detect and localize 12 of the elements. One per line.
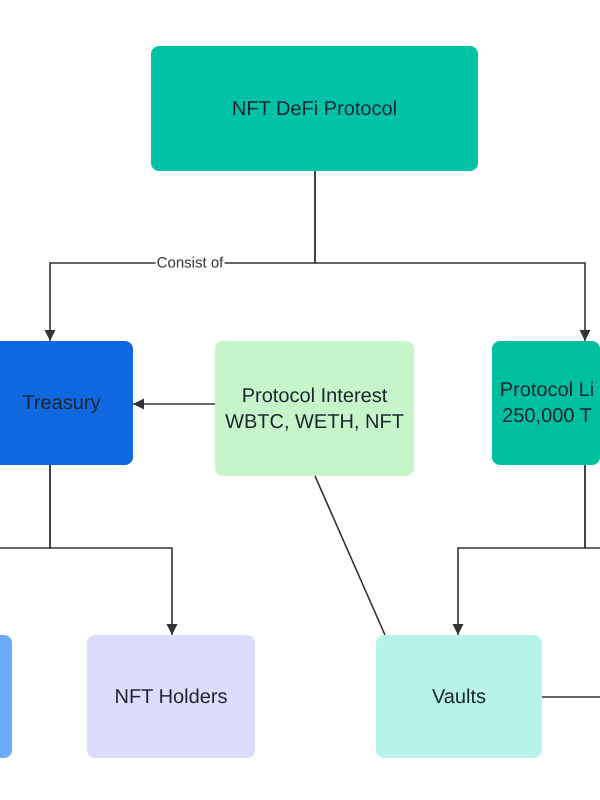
connector-line [584,465,600,549]
process-box: Vaults [376,635,542,758]
process-box: NFT DeFi Protocol [151,46,478,171]
connector-line [542,696,600,698]
arrow [133,398,215,410]
process-box: NFT Holders [87,635,255,758]
arrow [314,171,591,341]
arrow [49,465,178,635]
process-box: Treasury [0,341,133,465]
process-box: Protocol Li 250,000 T [492,341,600,465]
process-box: Protocol Interest WBTC, WETH, NFT [215,341,414,476]
connector-line [314,476,386,636]
